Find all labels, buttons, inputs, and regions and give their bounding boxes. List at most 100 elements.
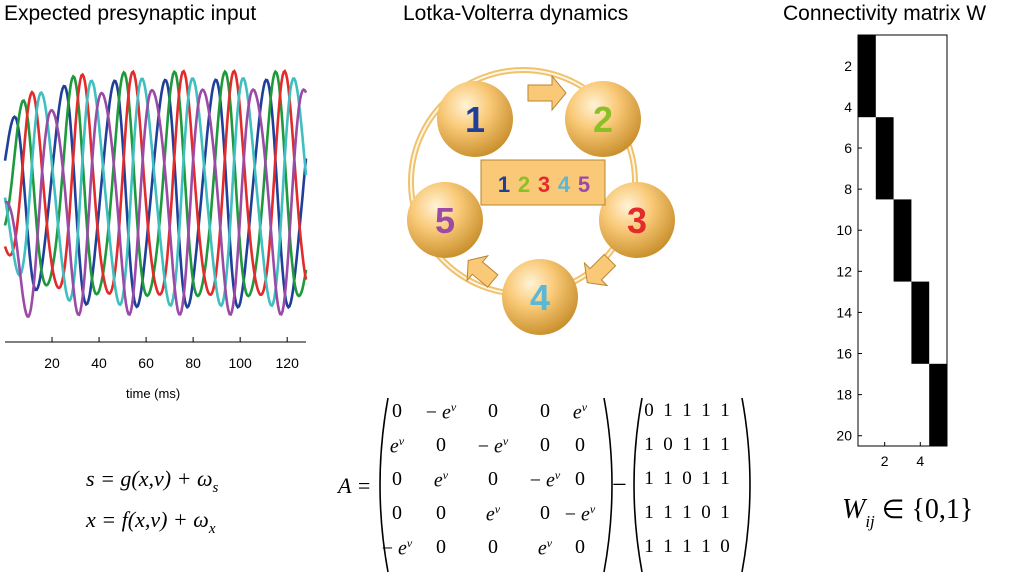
matrix-a-cell: ev — [433, 468, 449, 492]
series-line-1 — [3, 78, 308, 310]
x-tick-label-4: 4 — [916, 453, 924, 469]
matrix-b-cell: 1 — [644, 434, 654, 455]
y-tick-label-2: 2 — [844, 58, 852, 74]
legend-label-3: 3 — [538, 172, 550, 197]
matrix-b-cell: 1 — [644, 468, 654, 489]
title-expected-presynaptic-input: Expected presynaptic input — [4, 2, 257, 25]
equation-s: s = g(x,v) + ωs — [86, 466, 219, 496]
x-tick-label-2: 2 — [881, 453, 889, 469]
y-tick-label-10: 10 — [836, 222, 852, 238]
matrix-a-label: A = — [338, 473, 372, 498]
matrix-a-cell: 0 — [436, 502, 446, 524]
matrix-a-cell: − ev — [477, 434, 509, 458]
matrix-block-col-5 — [929, 363, 947, 446]
matrix-a-right-bracket — [603, 397, 613, 573]
matrix-b-cell: 1 — [682, 536, 692, 557]
y-tick-label-4: 4 — [844, 99, 852, 115]
matrix-a-cell: 0 — [488, 536, 498, 558]
series-line-4 — [3, 77, 308, 308]
matrix-b-cell: 1 — [682, 400, 692, 421]
matrix-b-cell: 0 — [644, 400, 654, 421]
matrix-b-cell: 0 — [663, 434, 673, 455]
matrix-a-cell: 0 — [540, 434, 550, 456]
matrix-b-cell: 1 — [720, 468, 730, 489]
matrix-a-cell: 0 — [436, 536, 446, 558]
matrix-a-cell: 0 — [575, 434, 585, 456]
matrix-b-cell: 1 — [720, 434, 730, 455]
matrix-b-cell: 0 — [720, 536, 730, 557]
matrix-b-cell: 1 — [644, 502, 654, 523]
series-line-2 — [3, 69, 308, 298]
title-connectivity-matrix: Connectivity matrix W — [783, 2, 987, 25]
matrix-b-left-bracket — [633, 397, 643, 573]
matrix-a-cell: 0 — [392, 400, 402, 422]
node-5-sphere — [407, 182, 483, 258]
matrix-b-cell: 1 — [663, 536, 673, 557]
w-formula: Wij ∈ {0,1} — [842, 494, 974, 531]
matrix-a-cell: 0 — [575, 468, 585, 490]
matrix-b-cell: 1 — [701, 536, 711, 557]
legend-label-1: 1 — [498, 172, 510, 197]
matrix-a-cell: ev — [485, 502, 501, 526]
node-4-sphere — [502, 259, 578, 335]
y-tick-label-14: 14 — [836, 304, 852, 320]
node-5-label: 5 — [435, 200, 455, 241]
matrix-b-cell: 1 — [663, 502, 673, 523]
matrix-a-cell: 0 — [488, 400, 498, 422]
matrix-a-cell: 0 — [392, 502, 402, 524]
matrix-b-cell: 1 — [682, 434, 692, 455]
time-axis-label: time (ms) — [126, 386, 181, 401]
matrix-b-cell: 1 — [663, 468, 673, 489]
y-tick-label-6: 6 — [844, 140, 852, 156]
node-2-label: 2 — [593, 99, 613, 140]
matrix-b-cell: 0 — [682, 468, 692, 489]
matrix-b-cell: 0 — [701, 502, 711, 523]
equation-x: x = f(x,v) + ωx — [86, 507, 216, 537]
matrix-block-col-4 — [911, 281, 930, 364]
node-3-sphere — [599, 182, 675, 258]
matrix-brackets — [379, 397, 751, 573]
matrix-b-cell: 1 — [720, 502, 730, 523]
title-lotka-volterra: Lotka-Volterra dynamics — [403, 2, 629, 25]
x-tick-label-100: 100 — [228, 355, 252, 371]
x-tick-label-40: 40 — [91, 355, 107, 371]
matrix-a-cell: − ev — [425, 400, 457, 424]
arrow-1-to-2 — [527, 74, 567, 112]
series-line-5 — [4, 87, 308, 318]
node-3-label: 3 — [627, 200, 647, 241]
y-tick-label-20: 20 — [836, 428, 852, 444]
matrix-a-cell: 0 — [540, 502, 550, 524]
matrix-b-cell: 1 — [720, 400, 730, 421]
arrow-3-to-4 — [583, 253, 617, 287]
x-tick-label-20: 20 — [44, 355, 60, 371]
matrix-a-cell: 0 — [436, 434, 446, 456]
matrix-block-col-1 — [858, 35, 876, 118]
matrix-b-right-bracket — [741, 397, 751, 573]
matrix-a-cell: − ev — [564, 502, 596, 526]
arrow-4-to-5 — [466, 255, 499, 288]
matrix-a-cell: − ev — [529, 468, 561, 492]
matrix-block-col-2 — [875, 117, 894, 200]
y-tick-label-12: 12 — [836, 263, 852, 279]
matrix-a-cell: 0 — [392, 468, 402, 490]
legend-label-2: 2 — [518, 172, 530, 197]
matrix-minus-sign: − — [612, 470, 627, 499]
matrix-b-cell: 1 — [701, 400, 711, 421]
matrix-a-left-bracket — [379, 397, 389, 573]
node-4-label: 4 — [530, 277, 550, 318]
node-2-sphere — [565, 81, 641, 157]
matrix-b-cell: 1 — [644, 536, 654, 557]
y-tick-label-8: 8 — [844, 181, 852, 197]
matrix-b-cell: 1 — [682, 502, 692, 523]
matrix-b-cell: 1 — [663, 400, 673, 421]
matrix-block-col-3 — [893, 199, 912, 282]
matrix-b-cell: 1 — [701, 468, 711, 489]
node-1-label: 1 — [465, 99, 485, 140]
matrix-a-cell: ev — [537, 536, 553, 560]
matrix-a-cell: − ev — [381, 536, 413, 560]
matrix-a-cell: 0 — [488, 468, 498, 490]
